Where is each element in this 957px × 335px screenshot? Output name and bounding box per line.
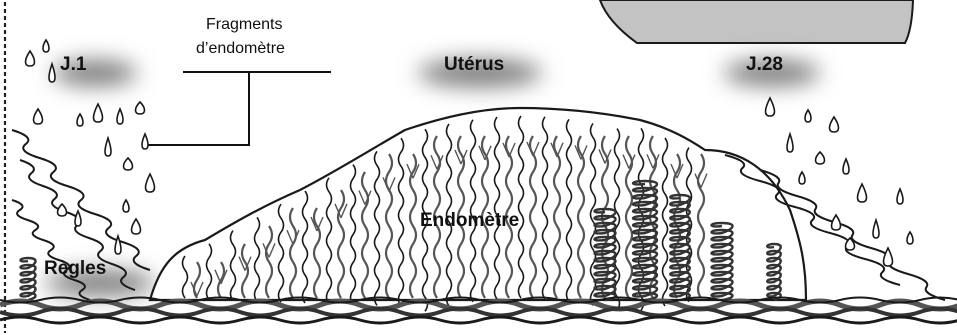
tissue-drop — [43, 40, 49, 52]
tissue-drop — [132, 219, 141, 234]
tissue-drop — [94, 104, 103, 122]
base-vessel — [0, 309, 957, 316]
tissue-drop — [907, 232, 913, 244]
tissue-drop — [123, 200, 129, 212]
tissue-drop — [75, 211, 81, 226]
left-strand — [12, 130, 150, 270]
tissue-drop — [884, 248, 893, 266]
tissue-drop — [26, 51, 35, 66]
base-blood-vessels — [0, 298, 957, 324]
fragments-label-line2: d’endomètre — [196, 40, 285, 57]
tissue-drop — [843, 159, 849, 174]
tissue-drop — [897, 189, 903, 204]
tissue-drop — [799, 172, 805, 184]
tissue-drop — [766, 98, 775, 116]
tissue-drop — [805, 110, 811, 122]
tissue-drop — [34, 109, 43, 124]
tissue-drop — [832, 215, 841, 230]
tissue-drop — [58, 204, 67, 216]
tissue-drop — [146, 174, 155, 192]
coiled-artery — [21, 258, 36, 300]
day-1-label: J.1 — [60, 54, 87, 75]
menstruation-label: Règles — [44, 258, 106, 279]
tissue-drop — [830, 117, 839, 132]
tissue-drop — [858, 184, 867, 202]
fragments-label-line1: Fragments — [206, 16, 282, 33]
tissue-drop — [873, 220, 879, 238]
tissue-drop — [77, 114, 83, 126]
tissue-drop — [136, 102, 145, 114]
day-28-label: J.28 — [746, 54, 783, 75]
tissue-drop — [142, 134, 148, 149]
tissue-drop — [124, 158, 133, 170]
endometrium-label: Endomètre — [420, 210, 519, 231]
uterus-label: Utérus — [444, 54, 504, 75]
tissue-drop — [787, 134, 793, 152]
fragments-callout-line — [144, 72, 331, 145]
base-vessel — [0, 317, 957, 323]
gray-top-panel — [600, 0, 913, 43]
tissue-drop — [816, 152, 825, 164]
tissue-drop — [105, 138, 111, 156]
tissue-drop — [117, 109, 123, 124]
tissue-drop — [49, 64, 55, 82]
